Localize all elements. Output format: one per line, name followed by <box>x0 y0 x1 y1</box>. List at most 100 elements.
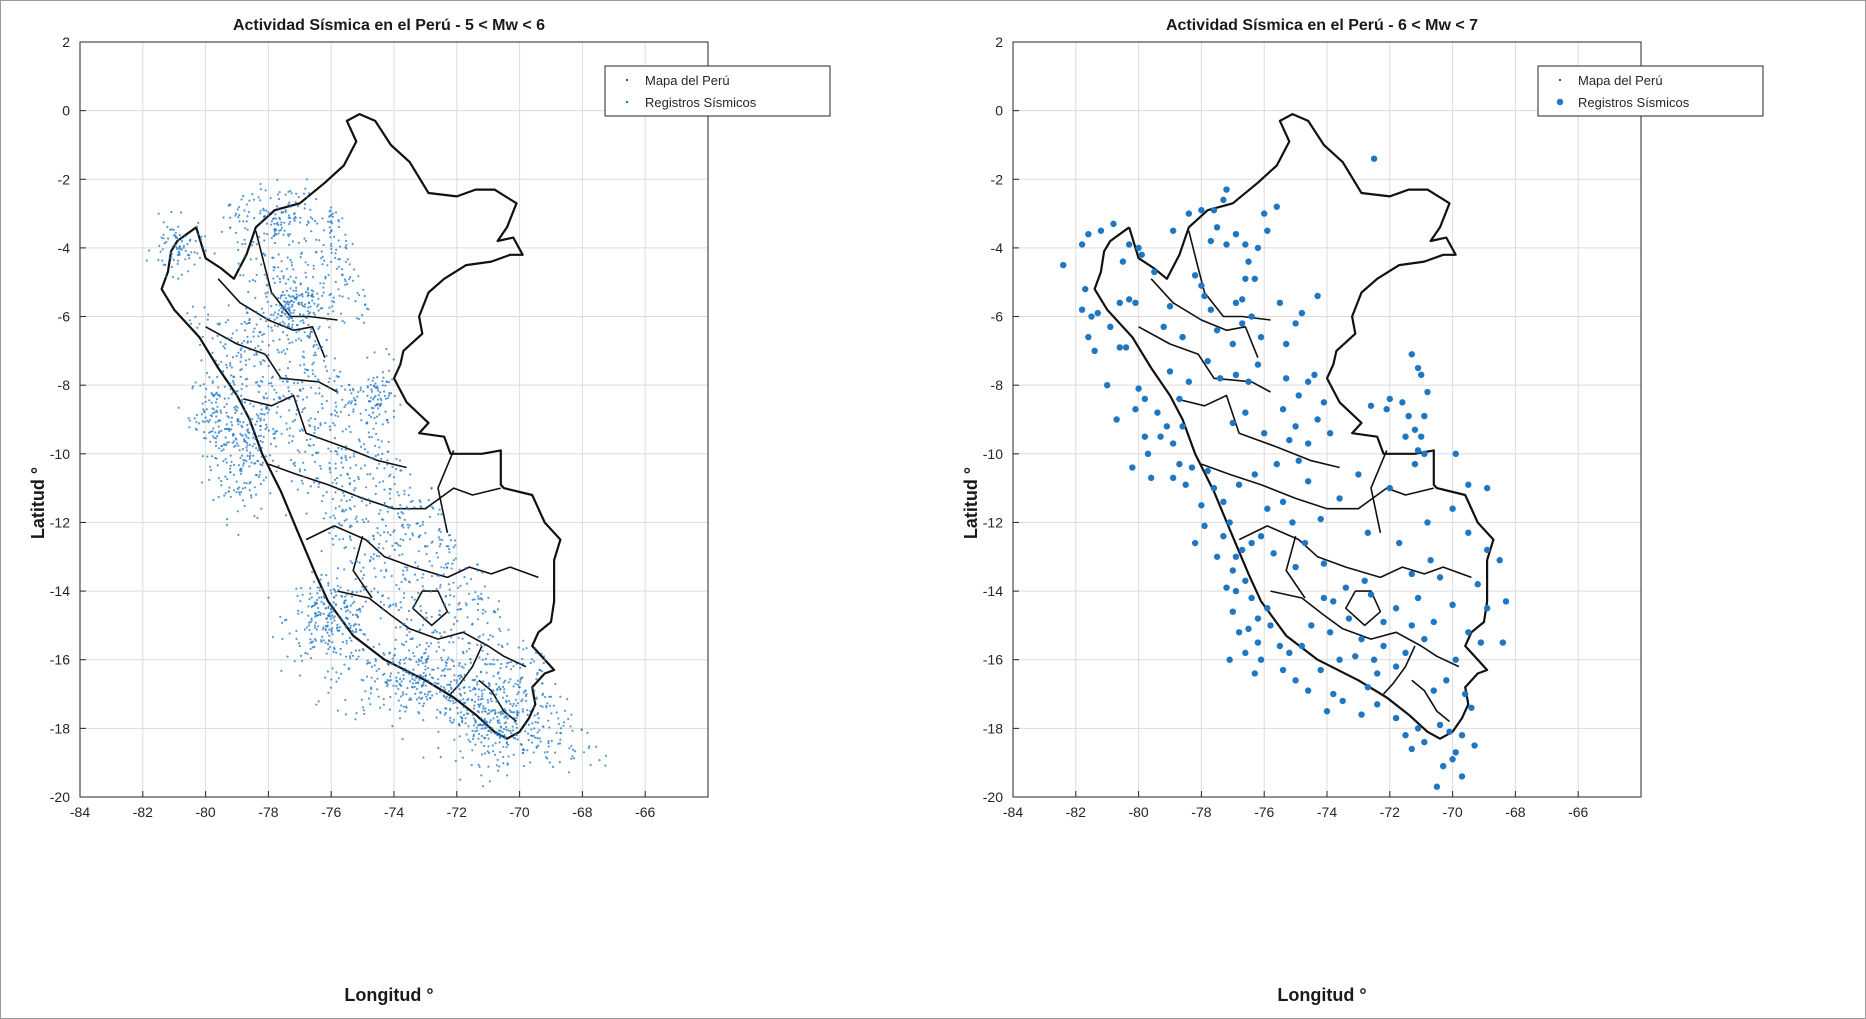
seismic-point <box>1141 395 1149 403</box>
seismic-point <box>306 334 309 338</box>
seismic-point <box>402 673 405 677</box>
seismic-point <box>497 719 501 722</box>
seismic-point <box>333 235 336 238</box>
seismic-point <box>344 624 347 628</box>
seismic-point <box>485 663 488 666</box>
seismic-point <box>491 744 494 747</box>
seismic-point <box>213 411 216 414</box>
seismic-point <box>359 386 362 389</box>
seismic-point <box>253 327 256 330</box>
seismic-point <box>398 662 402 665</box>
seismic-point <box>417 536 421 539</box>
seismic-point <box>557 742 560 745</box>
seismic-point <box>288 310 291 313</box>
seismic-point <box>290 264 293 267</box>
seismic-point <box>241 487 244 490</box>
seismic-point <box>353 489 356 492</box>
seismic-point <box>416 681 419 684</box>
seismic-point <box>350 400 354 403</box>
seismic-point <box>291 420 295 423</box>
region-boundary <box>1382 645 1416 695</box>
seismic-point <box>477 763 480 767</box>
seismic-point <box>402 596 405 599</box>
seismic-point <box>240 394 243 397</box>
seismic-point <box>260 507 263 510</box>
seismic-point <box>479 702 482 706</box>
seismic-point <box>234 214 237 217</box>
region-boundary <box>1176 394 1340 469</box>
seismic-point <box>316 305 319 308</box>
seismic-point <box>270 223 273 226</box>
seismic-point <box>306 310 309 313</box>
seismic-point <box>341 641 344 644</box>
seismic-point <box>270 292 273 295</box>
seismic-point <box>270 382 273 385</box>
seismic-point <box>274 217 278 220</box>
seismic-point <box>425 660 428 663</box>
seismic-point <box>499 667 502 670</box>
seismic-point <box>306 652 309 655</box>
seismic-point <box>316 292 319 295</box>
seismic-point <box>354 403 357 406</box>
seismic-point <box>348 636 351 640</box>
seismic-point <box>403 592 406 595</box>
seismic-point <box>343 278 347 281</box>
seismic-point <box>323 259 326 262</box>
seismic-point <box>287 318 290 321</box>
seismic-point <box>264 428 267 431</box>
seismic-point <box>454 701 457 704</box>
seismic-point <box>571 729 574 732</box>
seismic-point <box>280 351 283 354</box>
seismic-point <box>375 415 378 418</box>
seismic-point <box>486 622 489 625</box>
seismic-point <box>531 741 534 744</box>
seismic-point <box>388 604 392 607</box>
seismic-point <box>355 614 359 617</box>
grid <box>1012 41 1642 798</box>
seismic-point <box>465 733 468 736</box>
seismic-point <box>355 494 358 498</box>
seismic-point <box>400 695 403 698</box>
seismic-point <box>521 710 525 713</box>
seismic-point <box>341 268 344 271</box>
seismic-point <box>1427 557 1434 564</box>
seismic-point <box>284 325 287 328</box>
seismic-point <box>454 544 457 547</box>
seismic-point <box>367 697 371 700</box>
seismic-point <box>259 434 262 437</box>
seismic-point <box>298 468 301 471</box>
seismic-point <box>322 602 325 605</box>
seismic-point <box>555 711 558 714</box>
seismic-point <box>309 294 313 297</box>
seismic-point <box>551 765 555 769</box>
seismic-point <box>386 419 389 422</box>
seismic-point <box>302 475 305 478</box>
seismic-point <box>257 344 260 348</box>
seismic-point <box>1301 539 1309 547</box>
seismic-point <box>214 437 218 440</box>
seismic-point <box>426 545 429 548</box>
seismic-point <box>259 363 263 366</box>
seismic-point <box>505 746 508 749</box>
seismic-point <box>201 455 204 458</box>
seismic-point <box>375 422 378 425</box>
seismic-point <box>504 736 507 739</box>
region-boundary <box>437 450 455 533</box>
seismic-point <box>327 312 330 316</box>
seismic-point <box>487 729 490 733</box>
seismic-point <box>165 240 168 244</box>
seismic-point <box>380 398 383 402</box>
seismic-point <box>421 696 424 699</box>
seismic-point <box>328 386 331 389</box>
seismic-point <box>452 641 455 644</box>
seismic-point <box>263 239 266 242</box>
seismic-point <box>259 182 262 186</box>
seismic-point <box>344 698 347 702</box>
seismic-point <box>400 704 403 707</box>
seismic-point <box>217 495 220 499</box>
seismic-point <box>282 277 285 280</box>
seismic-point <box>370 590 373 593</box>
seismic-point <box>349 538 352 542</box>
seismic-point <box>1157 433 1164 440</box>
seismic-point <box>1248 594 1255 602</box>
